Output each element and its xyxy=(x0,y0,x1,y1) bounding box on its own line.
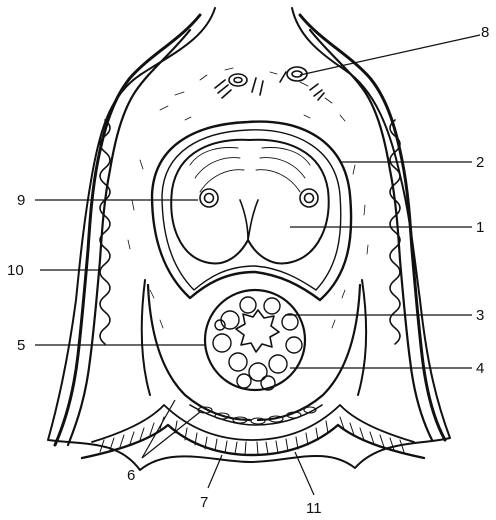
leader-7 xyxy=(208,455,222,488)
vessel-left-outer xyxy=(229,74,247,86)
label-3: 3 xyxy=(476,307,484,324)
organ-lobes xyxy=(171,140,328,264)
inner-lining-left xyxy=(148,285,250,420)
label-8: 8 xyxy=(481,24,489,41)
organ-striations xyxy=(190,148,310,192)
right-vascular-band-inner xyxy=(310,30,432,440)
cell-cluster-outline xyxy=(205,290,305,390)
label-5: 5 xyxy=(17,337,25,354)
duct-left-outer xyxy=(200,189,218,207)
label-2: 2 xyxy=(476,154,484,171)
outer-tissue-outline xyxy=(48,8,450,470)
label-9: 9 xyxy=(17,192,25,209)
left-vascular-band-inner xyxy=(68,30,190,445)
inner-lining-right xyxy=(258,285,360,420)
leader-11 xyxy=(295,452,314,495)
duct-right-inner xyxy=(305,194,314,203)
top-vessels xyxy=(215,67,324,100)
label-1: 1 xyxy=(476,219,484,236)
vessel-right-inner xyxy=(292,71,302,77)
duct-right-outer xyxy=(300,189,318,207)
label-6: 6 xyxy=(127,467,135,484)
leader-6a xyxy=(142,400,175,458)
vessel-left-inner xyxy=(234,78,242,83)
label-7: 7 xyxy=(200,494,208,511)
label-10: 10 xyxy=(7,262,24,279)
label-11: 11 xyxy=(306,500,322,517)
duct-left-inner xyxy=(205,194,214,203)
tissue-hatching xyxy=(128,68,368,328)
cell-nucleus-star xyxy=(236,310,279,352)
glandular-cells xyxy=(198,407,316,424)
capsule-membrane-inner xyxy=(162,130,341,290)
organ-midline xyxy=(240,200,258,240)
capsule-membrane xyxy=(152,122,351,300)
left-vascular-band xyxy=(55,15,200,445)
label-4: 4 xyxy=(476,360,484,377)
